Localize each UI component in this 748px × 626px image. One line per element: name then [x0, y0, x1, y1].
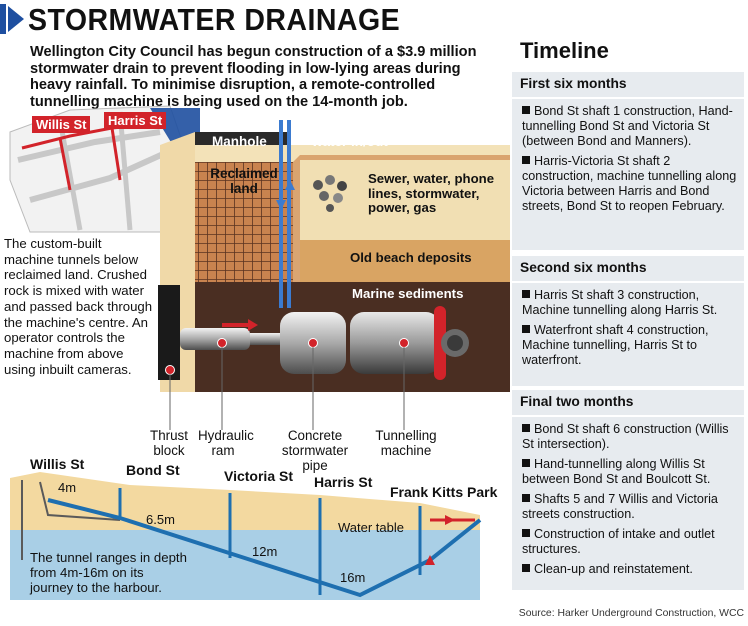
reclaimed-land-label: Reclaimed land: [210, 166, 278, 196]
marine-label: Marine sediments: [352, 286, 464, 301]
headline-text: STORMWATER DRAINAGE: [28, 2, 401, 37]
timeline-panel: Timeline First six months Bond St shaft …: [512, 38, 744, 624]
source-note: Source: Harker Underground Construction,…: [518, 608, 744, 619]
timeline-item: Bond St shaft 1 construction, Hand-tunne…: [522, 104, 733, 148]
intro-text: Wellington City Council has begun constr…: [30, 44, 477, 110]
headline: STORMWATER DRAINAGE: [0, 0, 500, 38]
depth-12m: 12m: [252, 544, 278, 559]
profile-street-victoria: Victoria St: [224, 468, 293, 484]
thrust-block-label: Thrust block: [150, 428, 188, 458]
profile-caption: The tunnel ranges in depth from 4m-16m o…: [30, 550, 187, 595]
headline-bar: [0, 4, 6, 34]
side-note: The custom-built machine tunnels below r…: [4, 236, 153, 377]
timeline-item: Construction of intake and outlet struct…: [522, 527, 715, 556]
timeline-item: Shafts 5 and 7 Willis and Victoria stree…: [522, 492, 718, 521]
timeline-item: Waterfront shaft 4 construction, Machine…: [522, 323, 709, 367]
timeline-heading-second: Second six months: [512, 256, 744, 283]
timeline-item: Bond St shaft 6 construction (Willis St …: [522, 422, 729, 451]
old-beach-label: Old beach deposits: [350, 250, 472, 265]
timeline-title: Timeline: [520, 38, 609, 63]
profile-street-frank-kitts: Frank Kitts Park: [390, 484, 498, 500]
profile-street-bond: Bond St: [126, 462, 180, 478]
map-willis-label: Willis St: [32, 116, 91, 133]
depth-6-5m: 6.5m: [146, 512, 175, 527]
utilities-label: Sewer, water, phone lines, stormwater, p…: [368, 171, 495, 215]
headline-arrow-icon: [8, 6, 24, 32]
timeline-section-second: Second six months Harris St shaft 3 cons…: [512, 256, 744, 386]
illustration: [9, 105, 510, 600]
tunnelling-machine-label: Tunnelling machine: [375, 428, 437, 458]
water-table-label: Water table: [338, 520, 404, 535]
profile-street-harris: Harris St: [314, 474, 373, 490]
timeline-section-first: First six months Bond St shaft 1 constru…: [512, 72, 744, 250]
timeline-item: Clean-up and reinstatement.: [512, 562, 744, 577]
timeline-item: Hand-tunnelling along Willis St between …: [522, 457, 711, 486]
profile-street-willis: Willis St: [30, 456, 85, 472]
timeline-item: Harris-Victoria St shaft 2 construction,…: [522, 154, 737, 213]
timeline-heading-first: First six months: [512, 72, 744, 99]
tunnel-profile: [10, 472, 482, 600]
timeline-heading-final: Final two months: [512, 390, 744, 417]
water-label: water in/out: [312, 134, 388, 149]
timeline-section-final: Final two months Bond St shaft 6 constru…: [512, 390, 744, 590]
depth-4m: 4m: [58, 480, 77, 495]
utility-pipes-icon: [313, 175, 347, 212]
concrete-pipe-label: Concrete stormwater pipe: [281, 428, 349, 473]
hydraulic-ram-label: Hydraulic ram: [198, 428, 254, 458]
map-harris-label: Harris St: [104, 112, 167, 129]
timeline-item: Harris St shaft 3 construction, Machine …: [522, 288, 718, 317]
manhole-label: Manhole: [212, 134, 267, 149]
depth-16m: 16m: [340, 570, 366, 585]
cross-section: [158, 120, 510, 430]
